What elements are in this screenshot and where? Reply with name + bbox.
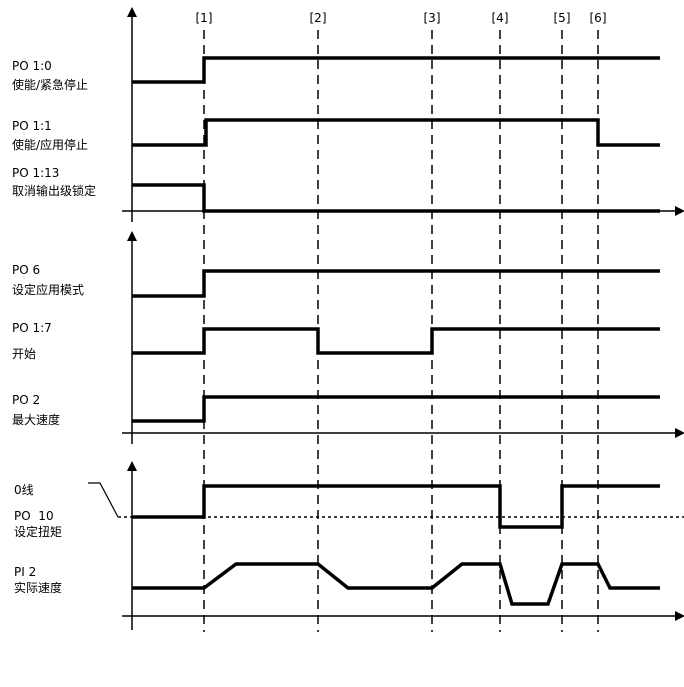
waveform-po2 — [132, 395, 660, 423]
waveform-po1-0 — [132, 56, 660, 84]
signal-id-po6: PO 6 — [12, 263, 40, 277]
signal-desc-po1-1: 使能/应用停止 — [12, 137, 88, 152]
marker-3: [3] — [424, 11, 441, 25]
waveform-po10 — [132, 484, 660, 529]
signal-id-po1-0: PO 1:0 — [12, 59, 52, 73]
marker-2: [2] — [310, 11, 327, 25]
waveform-po1-1 — [132, 118, 660, 147]
signal-desc-po6: 设定应用模式 — [12, 282, 84, 297]
waveform-po1-13 — [132, 183, 660, 213]
signal-id-po1-1: PO 1:1 — [12, 119, 52, 133]
zero-line-label: 0线 — [14, 483, 34, 497]
signal-desc-po2: 最大速度 — [12, 412, 60, 427]
signal-id-po10: PO 10 — [14, 509, 54, 523]
signal-desc-po1-13: 取消输出级锁定 — [12, 183, 96, 198]
signal-id-po1-13: PO 1:13 — [12, 166, 59, 180]
signal-desc-po10: 设定扭矩 — [14, 524, 62, 539]
waveform-po6 — [132, 269, 660, 298]
marker-5: [5] — [554, 11, 571, 25]
signal-desc-po1-7: 开始 — [12, 347, 36, 361]
signal-id-po1-7: PO 1:7 — [12, 321, 52, 335]
signal-id-pi2: PI 2 — [14, 565, 36, 579]
marker-6: [6] — [590, 11, 607, 25]
marker-1: [1] — [196, 11, 213, 25]
signal-desc-pi2: 实际速度 — [14, 580, 62, 595]
waveform-pi2 — [132, 562, 660, 606]
signal-id-po2: PO 2 — [12, 393, 40, 407]
zero-line-leader — [88, 482, 119, 518]
marker-4: [4] — [492, 11, 509, 25]
signal-desc-po1-0: 使能/紧急停止 — [12, 77, 88, 92]
waveform-po1-7 — [132, 327, 660, 355]
